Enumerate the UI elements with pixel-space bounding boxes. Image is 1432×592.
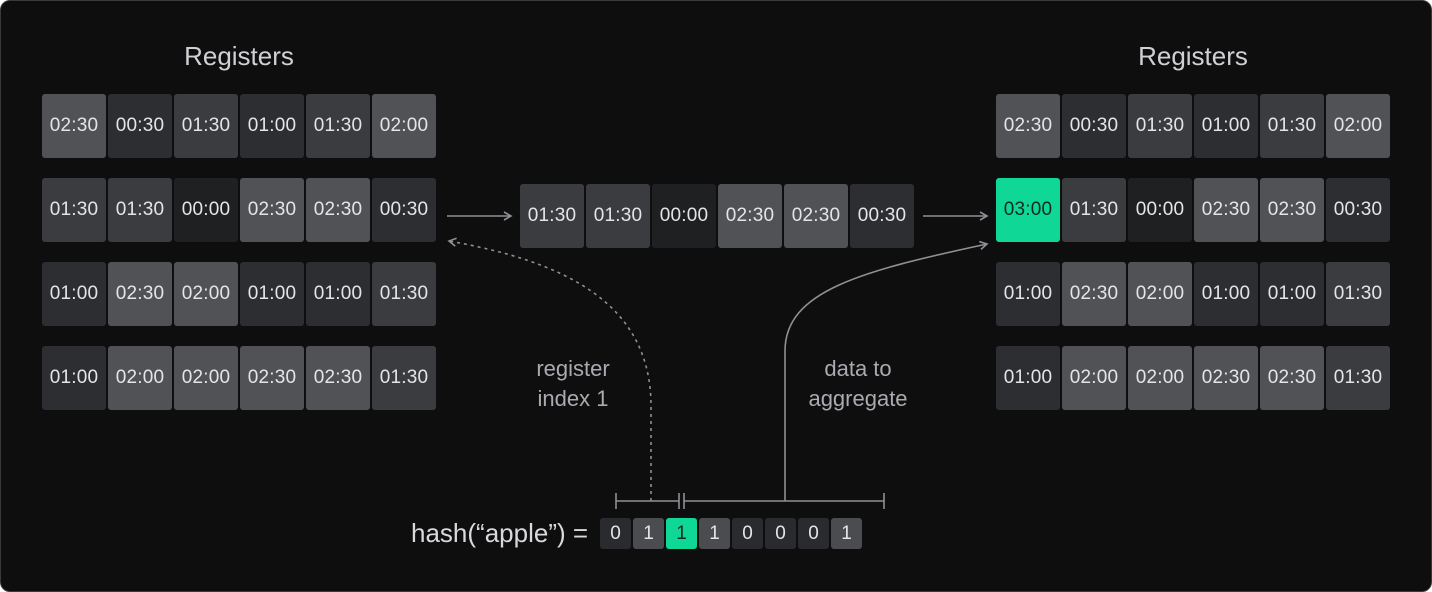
register-index-label: register index 1 [493, 354, 653, 414]
updated-register-cell: 03:00 [996, 178, 1060, 242]
register-cell: 00:30 [850, 184, 914, 248]
register-index-label-line2: index 1 [537, 386, 609, 411]
register-cell: 01:30 [1326, 262, 1390, 326]
register-cell: 02:30 [1260, 346, 1324, 410]
hash-bit: 0 [798, 518, 830, 549]
register-cell: 00:00 [652, 184, 716, 248]
register-cell: 01:30 [1326, 346, 1390, 410]
register-cell: 01:30 [1260, 94, 1324, 158]
hash-bit: 0 [732, 518, 764, 549]
register-cell: 01:00 [1260, 262, 1324, 326]
register-cell: 01:30 [108, 178, 172, 242]
register-cell: 02:00 [1128, 262, 1192, 326]
left-register-row-2: 01:00 02:30 02:00 01:00 01:00 01:30 [42, 262, 436, 326]
left-register-row-0: 02:30 00:30 01:30 01:00 01:30 02:00 [42, 94, 436, 158]
register-cell: 01:00 [306, 262, 370, 326]
hash-bit-highlighted: 1 [666, 518, 698, 549]
bit-bracket-index [615, 493, 680, 509]
right-registers-title: Registers [1138, 41, 1248, 71]
hash-expression: hash(“apple”) = 0 1 1 1 0 0 0 1 [411, 518, 863, 549]
register-cell: 02:30 [1194, 178, 1258, 242]
register-cell: 02:00 [174, 262, 238, 326]
data-to-aggregate-label-line2: aggregate [808, 386, 908, 411]
register-cell: 02:00 [372, 94, 436, 158]
register-cell: 01:00 [996, 262, 1060, 326]
register-cell: 02:30 [1062, 262, 1126, 326]
register-cell: 01:00 [42, 346, 106, 410]
right-register-row-2: 01:00 02:30 02:00 01:00 01:00 01:30 [996, 262, 1390, 326]
register-cell: 00:30 [108, 94, 172, 158]
register-cell: 00:00 [174, 178, 238, 242]
register-cell: 01:30 [372, 262, 436, 326]
data-to-aggregate-label-line1: data to [824, 356, 892, 381]
register-cell: 01:00 [1194, 94, 1258, 158]
register-cell: 02:30 [108, 262, 172, 326]
register-cell: 01:30 [520, 184, 584, 248]
hash-bit: 1 [633, 518, 665, 549]
register-cell: 02:30 [996, 94, 1060, 158]
register-cell: 01:30 [42, 178, 106, 242]
register-cell: 02:30 [42, 94, 106, 158]
register-cell: 01:00 [1194, 262, 1258, 326]
register-cell: 02:00 [174, 346, 238, 410]
register-cell: 02:00 [1062, 346, 1126, 410]
register-cell: 00:00 [1128, 178, 1192, 242]
data-to-aggregate-label: data to aggregate [778, 354, 938, 414]
left-register-row-1: 01:30 01:30 00:00 02:30 02:30 00:30 [42, 178, 436, 242]
selected-register-row: 01:30 01:30 00:00 02:30 02:30 00:30 [520, 184, 914, 248]
register-index-label-line1: register [536, 356, 610, 381]
register-cell: 02:30 [718, 184, 782, 248]
register-cell: 01:00 [996, 346, 1060, 410]
register-cell: 01:30 [1128, 94, 1192, 158]
register-cell: 00:30 [1062, 94, 1126, 158]
register-cell: 01:30 [586, 184, 650, 248]
register-cell: 02:30 [306, 178, 370, 242]
register-cell: 02:00 [1128, 346, 1192, 410]
bit-bracket-data [683, 493, 885, 509]
hash-bit: 1 [831, 518, 863, 549]
register-cell: 01:30 [306, 94, 370, 158]
hash-label: hash(“apple”) = [411, 518, 589, 548]
dashed-register-index-arrow [447, 237, 652, 501]
register-cell: 02:30 [240, 178, 304, 242]
right-register-row-3: 01:00 02:00 02:00 02:30 02:30 01:30 [996, 346, 1390, 410]
register-cell: 02:30 [1194, 346, 1258, 410]
register-cell: 02:00 [108, 346, 172, 410]
register-cell: 02:00 [1326, 94, 1390, 158]
register-cell: 01:00 [240, 94, 304, 158]
register-cell: 02:30 [240, 346, 304, 410]
register-cell: 01:30 [372, 346, 436, 410]
hash-bit: 0 [600, 518, 632, 549]
left-registers-title: Registers [184, 41, 294, 71]
register-cell: 02:30 [784, 184, 848, 248]
register-cell: 02:30 [306, 346, 370, 410]
data-to-aggregate-arrow [784, 240, 989, 501]
right-register-row-1: 03:00 01:30 00:00 02:30 02:30 00:30 [996, 178, 1390, 242]
register-cell: 02:30 [1260, 178, 1324, 242]
register-cell: 00:30 [372, 178, 436, 242]
register-cell: 01:30 [1062, 178, 1126, 242]
register-cell: 01:00 [42, 262, 106, 326]
right-register-row-0: 02:30 00:30 01:30 01:00 01:30 02:00 [996, 94, 1390, 158]
hash-bit: 0 [765, 518, 797, 549]
register-cell: 00:30 [1326, 178, 1390, 242]
left-register-row-3: 01:00 02:00 02:00 02:30 02:30 01:30 [42, 346, 436, 410]
register-cell: 01:00 [240, 262, 304, 326]
register-cell: 01:30 [174, 94, 238, 158]
hash-bit: 1 [699, 518, 731, 549]
